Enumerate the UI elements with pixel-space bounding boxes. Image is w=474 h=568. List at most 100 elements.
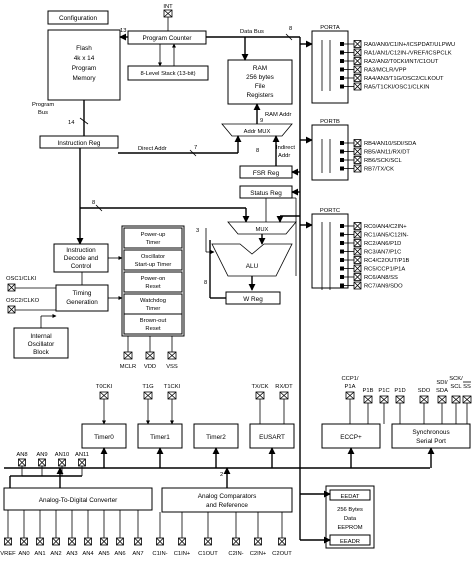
- rxdt-pin: RX/DT: [275, 384, 293, 424]
- indirect-addr-line-2: Addr: [278, 153, 290, 159]
- osc-line-1: Internal: [30, 333, 51, 340]
- bus-width-9: 9: [260, 118, 263, 124]
- bus-width-7: 7: [194, 145, 197, 151]
- analog-pin-label: AN5: [98, 551, 109, 557]
- addr-mux-label: Addr MUX: [244, 129, 271, 135]
- osc-line-2: Oscillator: [28, 341, 56, 348]
- vss-pin: VSS: [166, 336, 178, 370]
- fsr-reg-label: FSR Reg: [253, 170, 280, 177]
- osc1-label: OSC1/CLKI: [6, 276, 37, 282]
- portc-pin-label: RC5/CCP1/P1A: [364, 267, 405, 273]
- portc-pin-label: RC1/AN5/C12IN-: [364, 233, 409, 239]
- porta-pin-label: RA2/AN2/T0CKI/INT/C1OUT: [364, 59, 439, 65]
- power-up-timer-box: [123, 227, 183, 249]
- w-reg-box: [225, 291, 281, 305]
- portb-pin-0: RB4/AN10/SDI/SDA: [340, 139, 416, 147]
- instruction-reg-label: Instruction Reg: [58, 140, 101, 147]
- sdisda-line-2: SDA: [436, 388, 448, 394]
- ccp1-pin: CCP1/ P1A: [341, 376, 359, 424]
- ram-line-1: RAM: [253, 65, 267, 72]
- portb-pin-label: RB7/TX/CK: [364, 167, 394, 173]
- ram-line-3: File: [255, 83, 266, 90]
- mclr-pin: MCLR: [120, 336, 136, 370]
- analog-pin-9: C1IN-: [152, 512, 168, 557]
- analog-pin-1: AN0: [18, 510, 30, 557]
- portc-pin-1: RC1/AN5/C12IN-: [340, 230, 409, 239]
- bus-width-8-top: 8: [289, 26, 292, 32]
- configuration-box: [47, 10, 109, 25]
- analog-pin-12: C2IN-: [228, 512, 244, 557]
- portc-pin-label: RC0/AN4/C2IN+: [364, 224, 407, 230]
- eeprom-line-1: 256 Bytes: [337, 507, 363, 513]
- ss-pin: SS: [462, 381, 472, 424]
- ram-line-2: 256 bytes: [246, 74, 274, 81]
- portc-pin-label: RC6/AN8/SS: [364, 275, 398, 281]
- ram-addr-label: RAM Addr: [265, 112, 291, 118]
- bus-width-8-mid: 8: [92, 200, 95, 206]
- ss-label: SS: [463, 384, 471, 390]
- alu: [211, 243, 293, 277]
- w-reg-label: W Reg: [243, 296, 263, 303]
- portc-pin-label: RC2/AN6/P1D: [364, 241, 401, 247]
- analog-pin-8: AN7: [132, 510, 144, 557]
- addr-mux: [221, 123, 293, 137]
- internal-osc-box: [13, 327, 69, 359]
- analog-pin-label: AN0: [18, 551, 29, 557]
- eccp-box: [321, 423, 381, 449]
- osc2-label: OSC2/CLKO: [6, 298, 40, 304]
- ssp-box: [391, 423, 471, 449]
- vdd-pin: VDD: [144, 336, 156, 370]
- sckscl-pin: SCK/ SCL: [449, 376, 463, 424]
- osc-startup-line-2: Start-up Timer: [135, 262, 172, 268]
- portc-pin-7: RC7/AN9/SDO: [340, 281, 403, 290]
- bus-width-13: 13: [120, 28, 126, 34]
- eccp-label: ECCP+: [340, 434, 362, 441]
- p1b-pin: P1B: [363, 388, 374, 424]
- vss-label: VSS: [166, 364, 178, 370]
- mclr-label: MCLR: [120, 364, 136, 370]
- analog-pin-label: AN1: [34, 551, 45, 557]
- t1cki-pin: T1CKI: [164, 384, 181, 425]
- analog-pin-label: C1OUT: [198, 551, 218, 557]
- analog-pin-11: C1OUT: [198, 512, 218, 557]
- sckscl-line-1: SCK/: [449, 376, 463, 382]
- timing-line-2: Generation: [66, 299, 98, 306]
- brown-out-line-1: Brown-out: [140, 318, 167, 324]
- an-top-pin-2: AN10: [55, 452, 70, 476]
- porta-pin-label: RA4/AN3/T1G/OSC2/CLKOUT: [364, 76, 444, 82]
- adc-box: [3, 487, 153, 511]
- timers-stack: Power-up Timer Oscillator Start-up Timer…: [123, 227, 183, 335]
- portb-pin-3: RB7/TX/CK: [340, 164, 394, 173]
- brown-out-line-2: Reset: [145, 326, 161, 332]
- timer1-label: Timer1: [150, 434, 170, 441]
- bus-width-2: 2: [220, 472, 223, 478]
- bus-width-3: 3: [196, 228, 199, 234]
- flash-memory-box: [47, 29, 121, 101]
- timer1-box: [137, 423, 183, 449]
- p1c-pin: P1C: [378, 388, 390, 424]
- ssp-line-1: Synchronous: [412, 429, 449, 436]
- decode-line-1: Instruction: [66, 247, 96, 254]
- analog-pin-6: AN5: [98, 510, 110, 557]
- analog-pin-label: AN6: [114, 551, 125, 557]
- ram-box: [227, 59, 293, 105]
- eedat-label: EEDAT: [341, 494, 360, 500]
- portb-pin-label: RB4/AN10/SDI/SDA: [364, 141, 416, 147]
- t0cki-label: T0CKI: [96, 384, 113, 390]
- timing-line-1: Timing: [73, 290, 92, 297]
- p1d-label: P1D: [394, 388, 405, 394]
- txck-pin: TX/CK: [251, 384, 269, 424]
- t1cki-label: T1CKI: [164, 384, 181, 390]
- watchdog-line-1: Watchdog: [140, 298, 166, 304]
- an-top-label: AN10: [55, 452, 70, 458]
- portc-pin-label: RC7/AN9/SDO: [364, 284, 403, 290]
- watchdog-line-2: Timer: [146, 306, 161, 312]
- decode-line-2: Decode and: [64, 255, 99, 262]
- power-on-reset-box: [123, 271, 183, 293]
- analog-pin-label: AN4: [82, 551, 94, 557]
- program-counter-label: Program Counter: [142, 35, 192, 42]
- configuration-label: Configuration: [59, 15, 97, 22]
- osc-startup-timer-box: [123, 249, 183, 271]
